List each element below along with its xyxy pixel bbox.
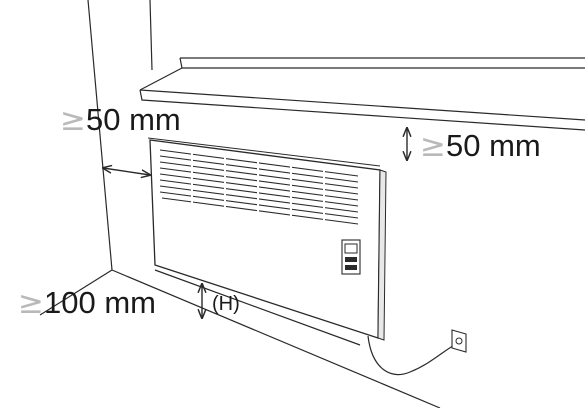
floor-line-front [111,269,441,408]
height-marker-label: (H) [212,293,240,315]
top-clearance-value: 50 mm [445,128,541,163]
wall-lines [39,0,441,408]
wall-socket [451,329,467,353]
side-clearance-label: ≥50 mm [60,102,181,138]
floor-clearance-value: 100 mm [43,285,156,320]
heater-side [377,169,387,341]
side-clearance-arrow [103,168,150,175]
top-clearance-label: ≥50 mm [420,128,541,164]
left-wall-edge [87,0,113,271]
power-cable [367,335,457,376]
floor-clearance-label: ≥100 mm [18,285,156,321]
panel-heater [147,137,387,341]
geq-symbol: ≥ [60,102,86,138]
grille-dividers [191,148,325,222]
side-clearance-value: 50 mm [85,102,181,137]
thermostat-control [341,239,361,275]
geq-symbol: ≥ [420,128,446,164]
floor-line-left [39,269,113,316]
geq-symbol: ≥ [18,285,44,321]
heater-top-edge [147,137,381,167]
floor-line-back [154,269,361,346]
wall-corner-line [149,0,153,71]
window-sill [139,57,585,131]
